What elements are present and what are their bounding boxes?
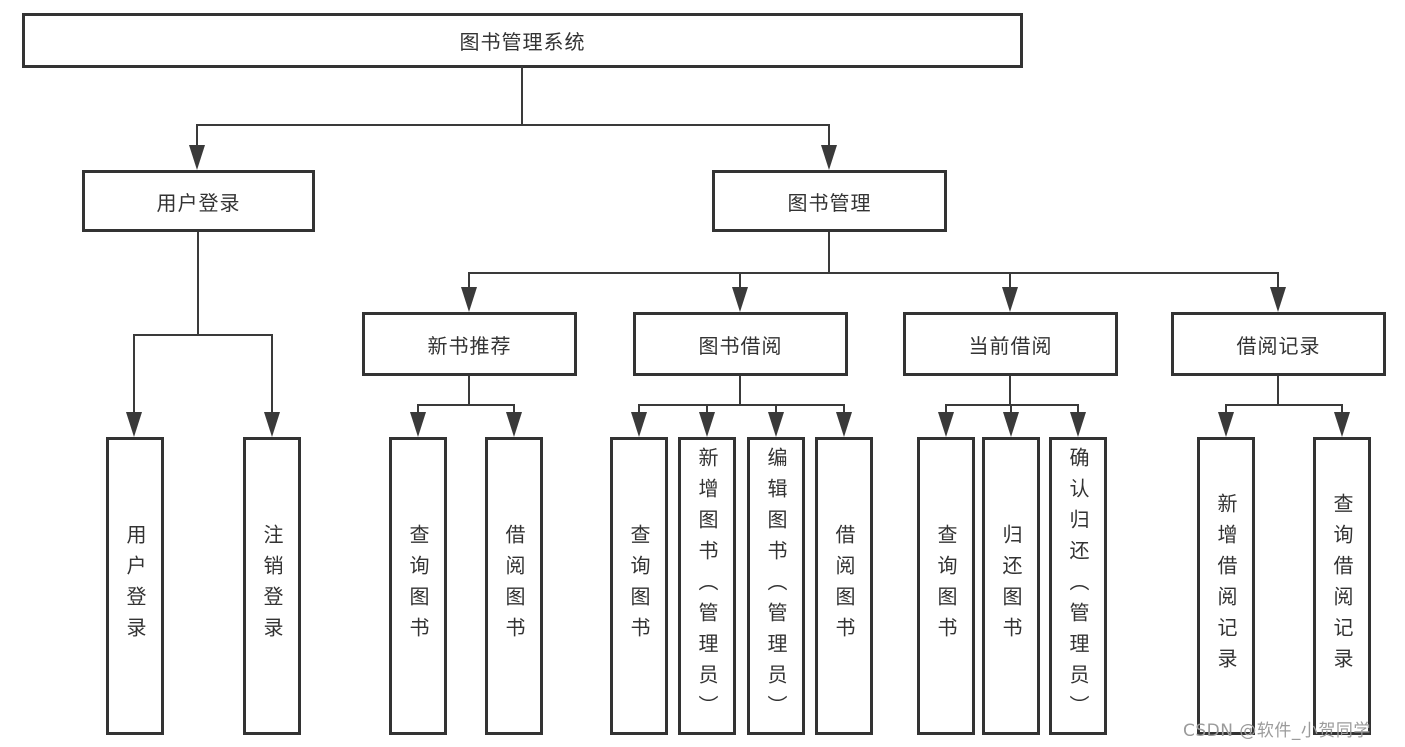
leaf-query-books-newbook: 查询图书 [389,437,447,735]
arrow-down-icon [461,287,477,312]
leaf-add-borrow-record-label: 新增借阅记录 [1214,493,1238,679]
node-user-login-label: 用户登录 [156,190,241,215]
arrow-down-icon [189,145,205,170]
leaf-borrow-books-newbook: 借阅图书 [485,437,543,735]
connector-vline [739,376,741,406]
leaf-add-books-admin-label: 新增图书（管理员） [695,446,719,726]
leaf-query-borrow-record-label: 查询借阅记录 [1330,493,1354,679]
connector-hline [133,334,273,336]
connector-vline [271,334,273,414]
leaf-borrow-books-label: 借阅图书 [832,524,856,648]
leaf-borrow-books-newbook-label: 借阅图书 [502,524,526,648]
connector-vline [417,404,419,414]
connector-vline [196,124,198,147]
leaf-query-books-current-label: 查询图书 [934,524,958,648]
leaf-user-login-label: 用户登录 [123,524,147,648]
leaf-query-books-borrow: 查询图书 [610,437,668,735]
connector-vline [828,124,830,147]
node-current-borrow: 当前借阅 [903,312,1118,376]
connector-vline [521,66,523,126]
arrow-down-icon [836,412,852,437]
leaf-borrow-books: 借阅图书 [815,437,873,735]
node-borrow-records-label: 借阅记录 [1236,333,1321,358]
connector-vline [775,404,777,414]
connector-vline [1277,376,1279,406]
leaf-add-books-admin: 新增图书（管理员） [678,437,736,735]
leaf-logout: 注销登录 [243,437,301,735]
arrow-down-icon [1334,412,1350,437]
arrow-down-icon [1002,287,1018,312]
connector-hline [417,404,515,406]
arrow-down-icon [938,412,954,437]
arrow-down-icon [1003,412,1019,437]
connector-hline [1225,404,1343,406]
node-borrow-records: 借阅记录 [1171,312,1386,376]
node-user-login: 用户登录 [82,170,315,232]
connector-hline [945,404,1079,406]
connector-vline [1077,404,1079,414]
connector-vline [1225,404,1227,414]
connector-vline [468,376,470,406]
arrow-down-icon [264,412,280,437]
leaf-query-borrow-record: 查询借阅记录 [1313,437,1371,735]
connector-vline [197,232,199,336]
arrow-down-icon [699,412,715,437]
node-new-book-recommend: 新书推荐 [362,312,577,376]
arrow-down-icon [410,412,426,437]
arrow-down-icon [1270,287,1286,312]
leaf-return-books: 归还图书 [982,437,1040,735]
connector-hline [468,272,1279,274]
node-book-management: 图书管理 [712,170,947,232]
node-root-label: 图书管理系统 [459,30,586,54]
leaf-add-borrow-record: 新增借阅记录 [1197,437,1255,735]
node-book-borrow: 图书借阅 [633,312,848,376]
arrow-down-icon [768,412,784,437]
connector-vline [945,404,947,414]
connector-vline [133,334,135,414]
arrow-down-icon [1070,412,1086,437]
leaf-user-login: 用户登录 [106,437,164,735]
connector-vline [739,272,741,288]
leaf-edit-books-admin-label: 编辑图书（管理员） [764,446,788,726]
connector-vline [1277,272,1279,288]
connector-vline [513,404,515,414]
connector-vline [638,404,640,414]
connector-vline [843,404,845,414]
leaf-confirm-return-admin: 确认归还（管理员） [1049,437,1107,735]
connector-vline [828,232,830,274]
leaf-return-books-label: 归还图书 [999,524,1023,648]
connector-hline [638,404,845,406]
connector-vline [1009,272,1011,288]
arrow-down-icon [1218,412,1234,437]
node-book-borrow-label: 图书借阅 [698,333,783,358]
connector-vline [1341,404,1343,414]
connector-vline [468,272,470,288]
connector-vline [1009,376,1011,406]
connector-hline [196,124,830,126]
node-new-book-recommend-label: 新书推荐 [427,333,512,358]
arrow-down-icon [631,412,647,437]
leaf-confirm-return-admin-label: 确认归还（管理员） [1066,446,1090,726]
node-book-management-label: 图书管理 [787,190,872,215]
leaf-query-books-current: 查询图书 [917,437,975,735]
watermark-text: CSDN @软件_小贺同学 [1183,721,1371,741]
connector-vline [706,404,708,414]
leaf-edit-books-admin: 编辑图书（管理员） [747,437,805,735]
node-current-borrow-label: 当前借阅 [968,333,1053,358]
arrow-down-icon [732,287,748,312]
arrow-down-icon [126,412,142,437]
leaf-query-books-newbook-label: 查询图书 [406,524,430,648]
connector-vline [1010,404,1012,414]
leaf-logout-label: 注销登录 [260,524,284,648]
node-root: 图书管理系统 [22,13,1023,68]
leaf-query-books-borrow-label: 查询图书 [627,524,651,648]
arrow-down-icon [821,145,837,170]
arrow-down-icon [506,412,522,437]
